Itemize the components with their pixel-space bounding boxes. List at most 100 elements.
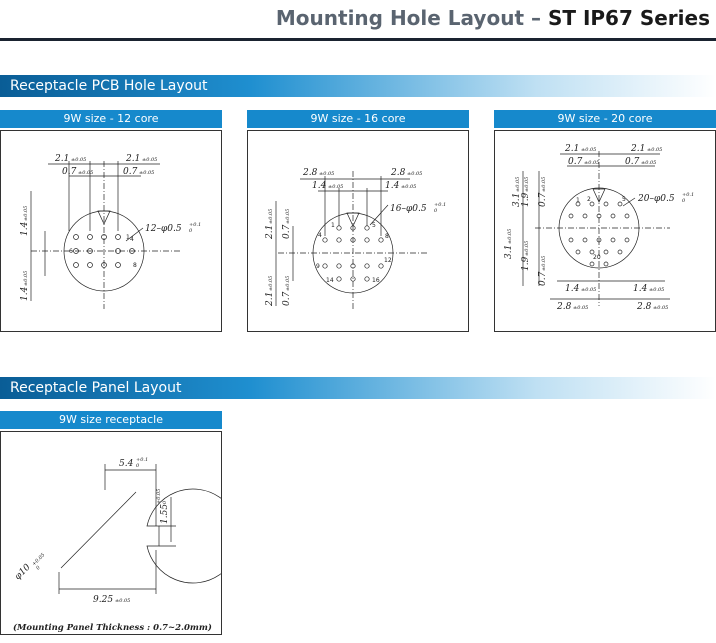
svg-text:±0.05: ±0.05 (524, 177, 530, 192)
svg-text:±0.05: ±0.05 (328, 184, 343, 190)
panel-16-core: 9W size - 16 core 2.8 ±0.05 2.8 ±0.05 1.… (247, 110, 469, 332)
pin-label: 4 (318, 232, 322, 239)
dim-0-7-right: 0.7 (123, 167, 138, 177)
mounting-thickness-note: (Mounting Panel Thickness : 0.7~2.0mm) (13, 622, 212, 633)
panel-cutout-outline (146, 488, 221, 584)
svg-text:±0.05: ±0.05 (584, 160, 599, 166)
svg-text:±0.05: ±0.05 (581, 147, 596, 153)
svg-text:±0.05: ±0.05 (581, 287, 596, 293)
dim-5-4: 5.4 (119, 459, 134, 469)
svg-text:0: 0 (162, 500, 168, 504)
dim-2-1-left: 2.1 (54, 154, 69, 164)
panel-9w-receptacle-drawing: 5.4 +0.1 0 1.55 +0.05 0 φ10 +0.05 0 9.25… (0, 431, 222, 635)
pin-label: 16 (372, 277, 380, 284)
hole-grid (322, 225, 384, 282)
svg-text:0: 0 (434, 208, 438, 214)
key-mark-icon (346, 212, 360, 227)
svg-text:±0.05: ±0.05 (573, 305, 588, 311)
svg-text:±0.05: ±0.05 (401, 184, 416, 190)
pin-label: 14 (326, 277, 334, 284)
svg-text:+0.1: +0.1 (682, 192, 694, 198)
dim-3-1-top: 3.1 (512, 193, 522, 207)
pin-label: 8 (133, 262, 137, 269)
svg-text:±0.05: ±0.05 (647, 147, 662, 153)
panel-12-core-drawing: 2.1 ±0.05 2.1 ±0.05 0.7 ±0.05 0.7 ±0.05 … (0, 130, 222, 332)
svg-text:±0.05: ±0.05 (407, 171, 422, 177)
dim-1-9-top: 1.9 (521, 192, 531, 207)
panel-16-core-drawing: 2.8 ±0.05 2.8 ±0.05 1.4 ±0.05 1.4 ±0.05 … (247, 130, 469, 332)
svg-text:±0.05: ±0.05 (23, 271, 29, 286)
pin-label: 5 (622, 196, 626, 203)
dim-1-4-right: 1.4 (633, 284, 648, 294)
leader-holes (369, 204, 389, 226)
diameter-line (60, 491, 137, 569)
pin-label: 2 (587, 196, 591, 203)
dim-1-4-right: 1.4 (385, 181, 400, 191)
svg-text:±0.05: ±0.05 (649, 287, 664, 293)
hole-spec: 20–φ0.5 (637, 194, 675, 204)
svg-text:±0.05: ±0.05 (507, 229, 513, 244)
dim-0-7-top: 0.7 (538, 192, 548, 207)
svg-text:±0.05: ±0.05 (641, 160, 656, 166)
svg-text:±0.05: ±0.05 (285, 209, 291, 224)
hole-spec: 16–φ0.5 (390, 204, 427, 214)
page-title: Mounting Hole Layout – ST IP67 Series (276, 6, 710, 30)
dim-0-7-bottom: 0.7 (282, 291, 292, 306)
panel-16-core-label: 9W size - 16 core (247, 110, 469, 128)
dim-1-55: 1.55 (160, 504, 170, 524)
section-panel-title: Receptacle Panel Layout (0, 377, 716, 399)
svg-text:±0.05: ±0.05 (285, 276, 291, 291)
svg-text:+0.05: +0.05 (31, 552, 46, 567)
dim-0-7-left: 0.7 (568, 157, 583, 167)
svg-text:±0.05: ±0.05 (268, 276, 274, 291)
key-mark-icon (592, 188, 606, 203)
dim-1-4-left: 1.4 (565, 284, 580, 294)
dim-0-7-top: 0.7 (282, 224, 292, 239)
svg-text:±0.05: ±0.05 (23, 206, 29, 221)
hole-spec: 12–φ0.5 (145, 224, 182, 234)
dim-2-1-bottom: 2.1 (265, 292, 275, 307)
hole-grid (73, 234, 135, 268)
title-rule (0, 38, 716, 41)
dim-0-7-left: 0.7 (62, 167, 77, 177)
panel-12-core-label: 9W size - 12 core (0, 110, 222, 128)
svg-text:±0.05: ±0.05 (78, 170, 93, 176)
dim-2-8-right: 2.8 (390, 168, 406, 178)
svg-text:±0.05: ±0.05 (71, 157, 86, 163)
pin-label: 6 (69, 248, 73, 255)
dim-2-8-left: 2.8 (302, 168, 318, 178)
section-pcb-title: Receptacle PCB Hole Layout (0, 75, 716, 97)
dim-0-7-bottom: 0.7 (538, 271, 548, 286)
panel-12-core: 9W size - 12 core 2.1 ±0.05 2.1 ±0.05 0.… (0, 110, 222, 332)
leader-holes (622, 197, 636, 207)
svg-text:±0.05: ±0.05 (268, 209, 274, 224)
svg-text:0: 0 (189, 228, 193, 234)
svg-text:0: 0 (682, 198, 686, 204)
svg-text:+0.1: +0.1 (189, 222, 201, 228)
panel-9w-receptacle-label: 9W size receptacle (0, 411, 222, 429)
svg-text:±0.05: ±0.05 (524, 241, 530, 256)
dim-9-25: 9.25 (93, 595, 113, 605)
drawing-12-core: 2.1 ±0.05 2.1 ±0.05 0.7 ±0.05 0.7 ±0.05 … (20, 154, 201, 309)
drawing-9w-panel: 5.4 +0.1 0 1.55 +0.05 0 φ10 +0.05 0 9.25… (13, 457, 221, 633)
drawing-20-core: 2.1 ±0.05 2.1 ±0.05 0.7 ±0.05 0.7 ±0.05 … (504, 144, 694, 312)
pin-label: 1 (576, 197, 580, 204)
svg-text:±0.05: ±0.05 (541, 256, 547, 271)
pin-label: 20 (593, 254, 601, 261)
pin-label: 12 (384, 257, 392, 264)
svg-text:+0.1: +0.1 (136, 457, 148, 463)
dim-1-4-top: 1.4 (20, 221, 30, 236)
hole-grid (568, 201, 630, 267)
dim-0-7-right: 0.7 (625, 157, 640, 167)
pin-label: 9 (316, 263, 320, 270)
pin-label: 1 (331, 222, 335, 229)
page-title-prefix: Mounting Hole Layout – (275, 6, 548, 30)
svg-text:±0.05: ±0.05 (653, 305, 668, 311)
svg-text:±0.05: ±0.05 (541, 177, 547, 192)
pin-label: 1 (126, 234, 130, 241)
dim-1-9-bottom: 1.9 (521, 256, 531, 271)
key-mark-icon (97, 210, 111, 225)
svg-text:±0.05: ±0.05 (142, 157, 157, 163)
dim-2-1-right: 2.1 (125, 154, 140, 164)
svg-text:±0.05: ±0.05 (115, 598, 130, 604)
